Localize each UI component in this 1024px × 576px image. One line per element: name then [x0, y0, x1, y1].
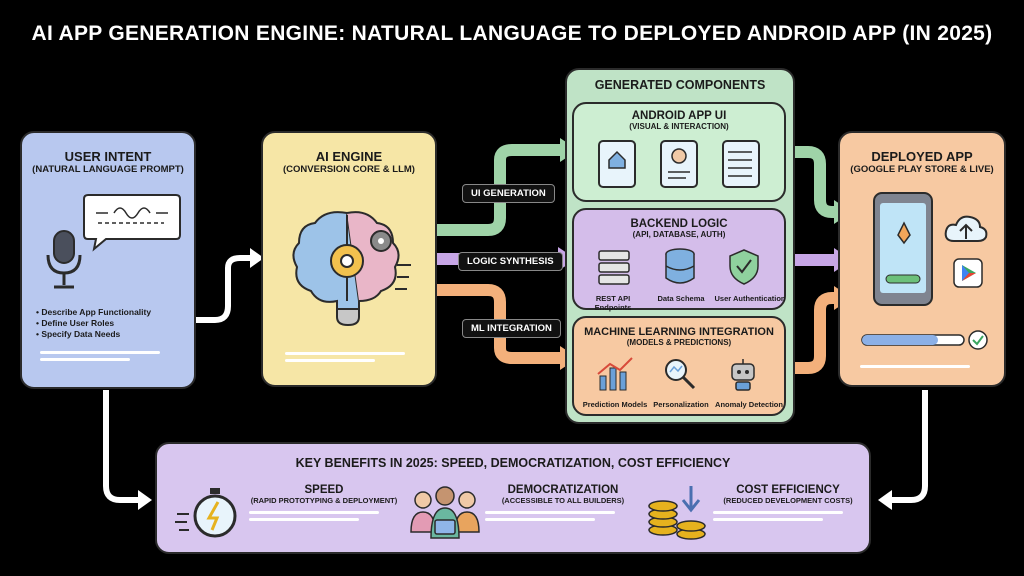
- benefit-speed-sub: (RAPID PROTOTYPING & DEPLOYMENT): [250, 496, 398, 505]
- page-title: AI APP GENERATION ENGINE: NATURAL LANGUA…: [31, 22, 993, 45]
- key-benefits-panel: KEY BENEFITS IN 2025: SPEED, DEMOCRATIZA…: [155, 442, 871, 554]
- deployed-sub: (GOOGLE PLAY STORE & LIVE): [850, 164, 994, 175]
- microphone-icon: [46, 230, 82, 289]
- list-screen-icon: [722, 140, 760, 188]
- ml-heading: MACHINE LEARNING INTEGRATION: [584, 326, 774, 338]
- coins-icon: [648, 486, 706, 540]
- placeholder-lines: [860, 361, 980, 372]
- ml-item-label: Personalization: [653, 400, 709, 409]
- magnifier-icon: [665, 359, 696, 390]
- android-ui-sub: (VISUAL & INTERACTION): [629, 122, 729, 131]
- shield-icon: [729, 249, 759, 285]
- stopwatch-icon: [175, 488, 237, 538]
- intent-to-engine-arrowhead: [250, 248, 264, 268]
- play-store-icon: [953, 258, 983, 288]
- progress-check-icon: [861, 330, 988, 350]
- deployed-heading: DEPLOYED APP: [871, 149, 973, 164]
- flow-label-logic: LOGIC SYNTHESIS: [458, 252, 563, 271]
- placeholder-lines: [249, 511, 399, 521]
- deployed-to-benefits-arrow: [890, 390, 928, 503]
- cloud-upload-icon: [944, 215, 988, 242]
- database-icon: [665, 248, 695, 284]
- ml-integration-card: MACHINE LEARNING INTEGRATION (MODELS & P…: [572, 316, 786, 416]
- android-ui-heading: ANDROID APP UI: [631, 110, 727, 122]
- intent-bullet: • Define User Roles: [36, 318, 115, 328]
- backend-heading: BACKEND LOGIC: [630, 218, 728, 230]
- speech-bubble-icon: [83, 194, 181, 252]
- brain-gears-icon: [292, 211, 411, 327]
- profile-screen-icon: [660, 140, 698, 188]
- server-icon: [598, 250, 630, 285]
- benefit-cost-heading: COST EFFICIENCY: [736, 484, 840, 496]
- android-ui-card: ANDROID APP UI (VISUAL & INTERACTION): [572, 102, 786, 202]
- home-screen-icon: [598, 140, 636, 188]
- intent-to-engine-arrow: [196, 255, 252, 323]
- people-icon: [410, 486, 480, 539]
- backend-sub: (API, DATABASE, AUTH): [632, 230, 726, 239]
- intent-to-benefits-arrowhead: [138, 490, 152, 510]
- placeholder-lines: [285, 348, 415, 366]
- ml-to-deployed-arrow: [785, 292, 836, 374]
- placeholder-lines: [485, 511, 641, 521]
- flow-label-ui: UI GENERATION: [462, 184, 555, 203]
- user-intent-panel: USER INTENT (NATURAL LANGUAGE PROMPT) • …: [20, 131, 196, 389]
- phone-icon: [873, 192, 933, 306]
- robot-icon: [731, 359, 755, 391]
- backend-logic-card: BACKEND LOGIC (API, DATABASE, AUTH) REST…: [572, 208, 786, 312]
- ml-sub: (MODELS & PREDICTIONS): [626, 338, 732, 347]
- backend-item-label: REST API Endpoints: [594, 294, 632, 312]
- ai-engine-sub: (CONVERSION CORE & LLM): [283, 164, 415, 175]
- backend-item-label: Data Schema: [657, 294, 705, 303]
- deployed-to-benefits-arrowhead: [878, 490, 892, 510]
- benefit-cost-sub: (REDUCED DEVELOPMENT COSTS): [723, 496, 853, 505]
- deployed-app-panel: DEPLOYED APP (GOOGLE PLAY STORE & LIVE): [838, 131, 1006, 387]
- user-intent-heading: USER INTENT: [64, 149, 152, 164]
- bar-chart-icon: [597, 357, 633, 391]
- user-intent-sub: (NATURAL LANGUAGE PROMPT): [32, 164, 184, 175]
- benefits-heading: KEY BENEFITS IN 2025: SPEED, DEMOCRATIZA…: [295, 456, 731, 470]
- benefit-democ-sub: (ACCESSIBLE TO ALL BUILDERS): [501, 496, 625, 505]
- ui-to-deployed-arrow: [785, 146, 836, 218]
- placeholder-lines: [713, 511, 863, 521]
- generated-heading: GENERATED COMPONENTS: [594, 78, 766, 92]
- benefit-democ-heading: DEMOCRATIZATION: [507, 484, 619, 496]
- placeholder-lines: [40, 347, 170, 365]
- flow-label-ml: ML INTEGRATION: [462, 319, 561, 338]
- intent-bullet: • Specify Data Needs: [36, 329, 121, 339]
- ai-engine-heading: AI ENGINE: [315, 149, 383, 164]
- benefit-speed-heading: SPEED: [304, 484, 344, 496]
- ml-item-label: Anomaly Detection: [715, 400, 783, 409]
- ml-item-label: Prediction Models: [582, 400, 648, 409]
- backend-item-label: User Authentication: [714, 294, 786, 303]
- ai-engine-panel: AI ENGINE (CONVERSION CORE & LLM): [261, 131, 437, 387]
- intent-to-benefits-arrow: [103, 390, 140, 503]
- intent-bullet: • Describe App Functionality: [36, 307, 152, 317]
